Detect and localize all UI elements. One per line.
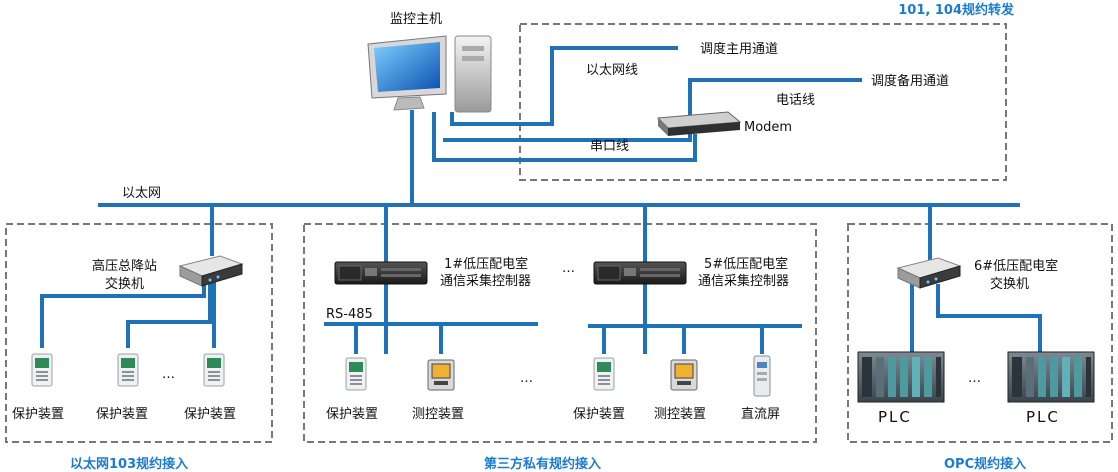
ethernet-cable-label: 以太网线 bbox=[586, 63, 638, 78]
ethernet103-caption: 以太网103规约接入 bbox=[70, 456, 188, 472]
lv6-switch-label-2: 交换机 bbox=[990, 276, 1029, 292]
device-label: 直流屏 bbox=[741, 407, 780, 422]
device-label: 保护装置 bbox=[96, 407, 148, 422]
rs485-label: RS-485 bbox=[326, 307, 373, 322]
hv-switch-icon bbox=[179, 255, 243, 287]
ethernet103-region bbox=[5, 223, 273, 443]
hv-switch-label-2: 交换机 bbox=[105, 276, 144, 292]
controller-5-label-2: 通信采集控制器 bbox=[698, 273, 789, 289]
ellipsis: … bbox=[562, 261, 575, 276]
link-left-1 bbox=[40, 282, 206, 348]
plc-rack-icon bbox=[857, 351, 945, 403]
backup-channel-label: 调度备用通道 bbox=[871, 73, 949, 89]
ethernet-bus-label: 以太网 bbox=[122, 186, 161, 201]
measure-control-device-icon bbox=[427, 359, 455, 391]
device-label: 测控装置 bbox=[412, 407, 464, 422]
host-label: 监控主机 bbox=[390, 12, 442, 27]
device-label: 保护装置 bbox=[184, 407, 236, 422]
lv6-switch-label-1: 6#低压配电室 bbox=[974, 258, 1058, 274]
protocol-forward-region bbox=[519, 23, 1007, 181]
plc-label: PLC bbox=[1026, 408, 1060, 426]
device-label: 保护装置 bbox=[573, 407, 625, 422]
serial-link bbox=[432, 112, 697, 162]
main-channel-link bbox=[450, 46, 678, 126]
plc-label: PLC bbox=[878, 408, 912, 426]
protection-device-icon bbox=[117, 353, 139, 387]
measure-control-device-icon bbox=[670, 359, 698, 391]
device-label: 保护装置 bbox=[12, 407, 64, 422]
hv-switch-label-1: 高压总降站 bbox=[92, 258, 157, 274]
protection-device-icon bbox=[31, 353, 53, 387]
phone-line-label: 电话线 bbox=[776, 93, 815, 108]
opc-region bbox=[847, 223, 1113, 443]
region-protocol-label: 101, 104规约转发 bbox=[898, 2, 1015, 18]
serial-line-label: 串口线 bbox=[590, 139, 629, 154]
controller-5-icon bbox=[593, 261, 687, 285]
third-party-region bbox=[303, 223, 817, 443]
device-label: 保护装置 bbox=[326, 407, 378, 422]
link-left-2 bbox=[126, 282, 212, 348]
ellipsis: … bbox=[520, 371, 533, 386]
opc-caption: OPC规约接入 bbox=[944, 456, 1026, 472]
backup-channel-link bbox=[443, 78, 862, 142]
ellipsis: … bbox=[162, 367, 175, 382]
third-party-caption: 第三方私有规约接入 bbox=[484, 456, 601, 472]
protection-device-icon bbox=[345, 357, 367, 391]
main-channel-label: 调度主用通道 bbox=[700, 41, 778, 57]
modem-label: Modem bbox=[744, 120, 792, 135]
plc-rack-icon bbox=[1007, 351, 1095, 403]
lv6-switch-icon bbox=[897, 257, 961, 289]
controller-1-label-2: 通信采集控制器 bbox=[440, 273, 531, 289]
ellipsis: … bbox=[968, 371, 981, 386]
modem-icon bbox=[656, 111, 742, 136]
link-plc-2 bbox=[936, 284, 1042, 352]
protection-device-icon bbox=[203, 353, 225, 387]
controller-1-icon bbox=[334, 261, 428, 285]
monitor-host-computer-icon bbox=[367, 35, 492, 113]
dc-panel-icon bbox=[753, 355, 771, 397]
controller-1-label-1: 1#低压配电室 bbox=[444, 256, 528, 272]
protection-device-icon bbox=[593, 357, 615, 391]
controller-5-label-1: 5#低压配电室 bbox=[704, 256, 788, 272]
device-label: 测控装置 bbox=[654, 407, 706, 422]
